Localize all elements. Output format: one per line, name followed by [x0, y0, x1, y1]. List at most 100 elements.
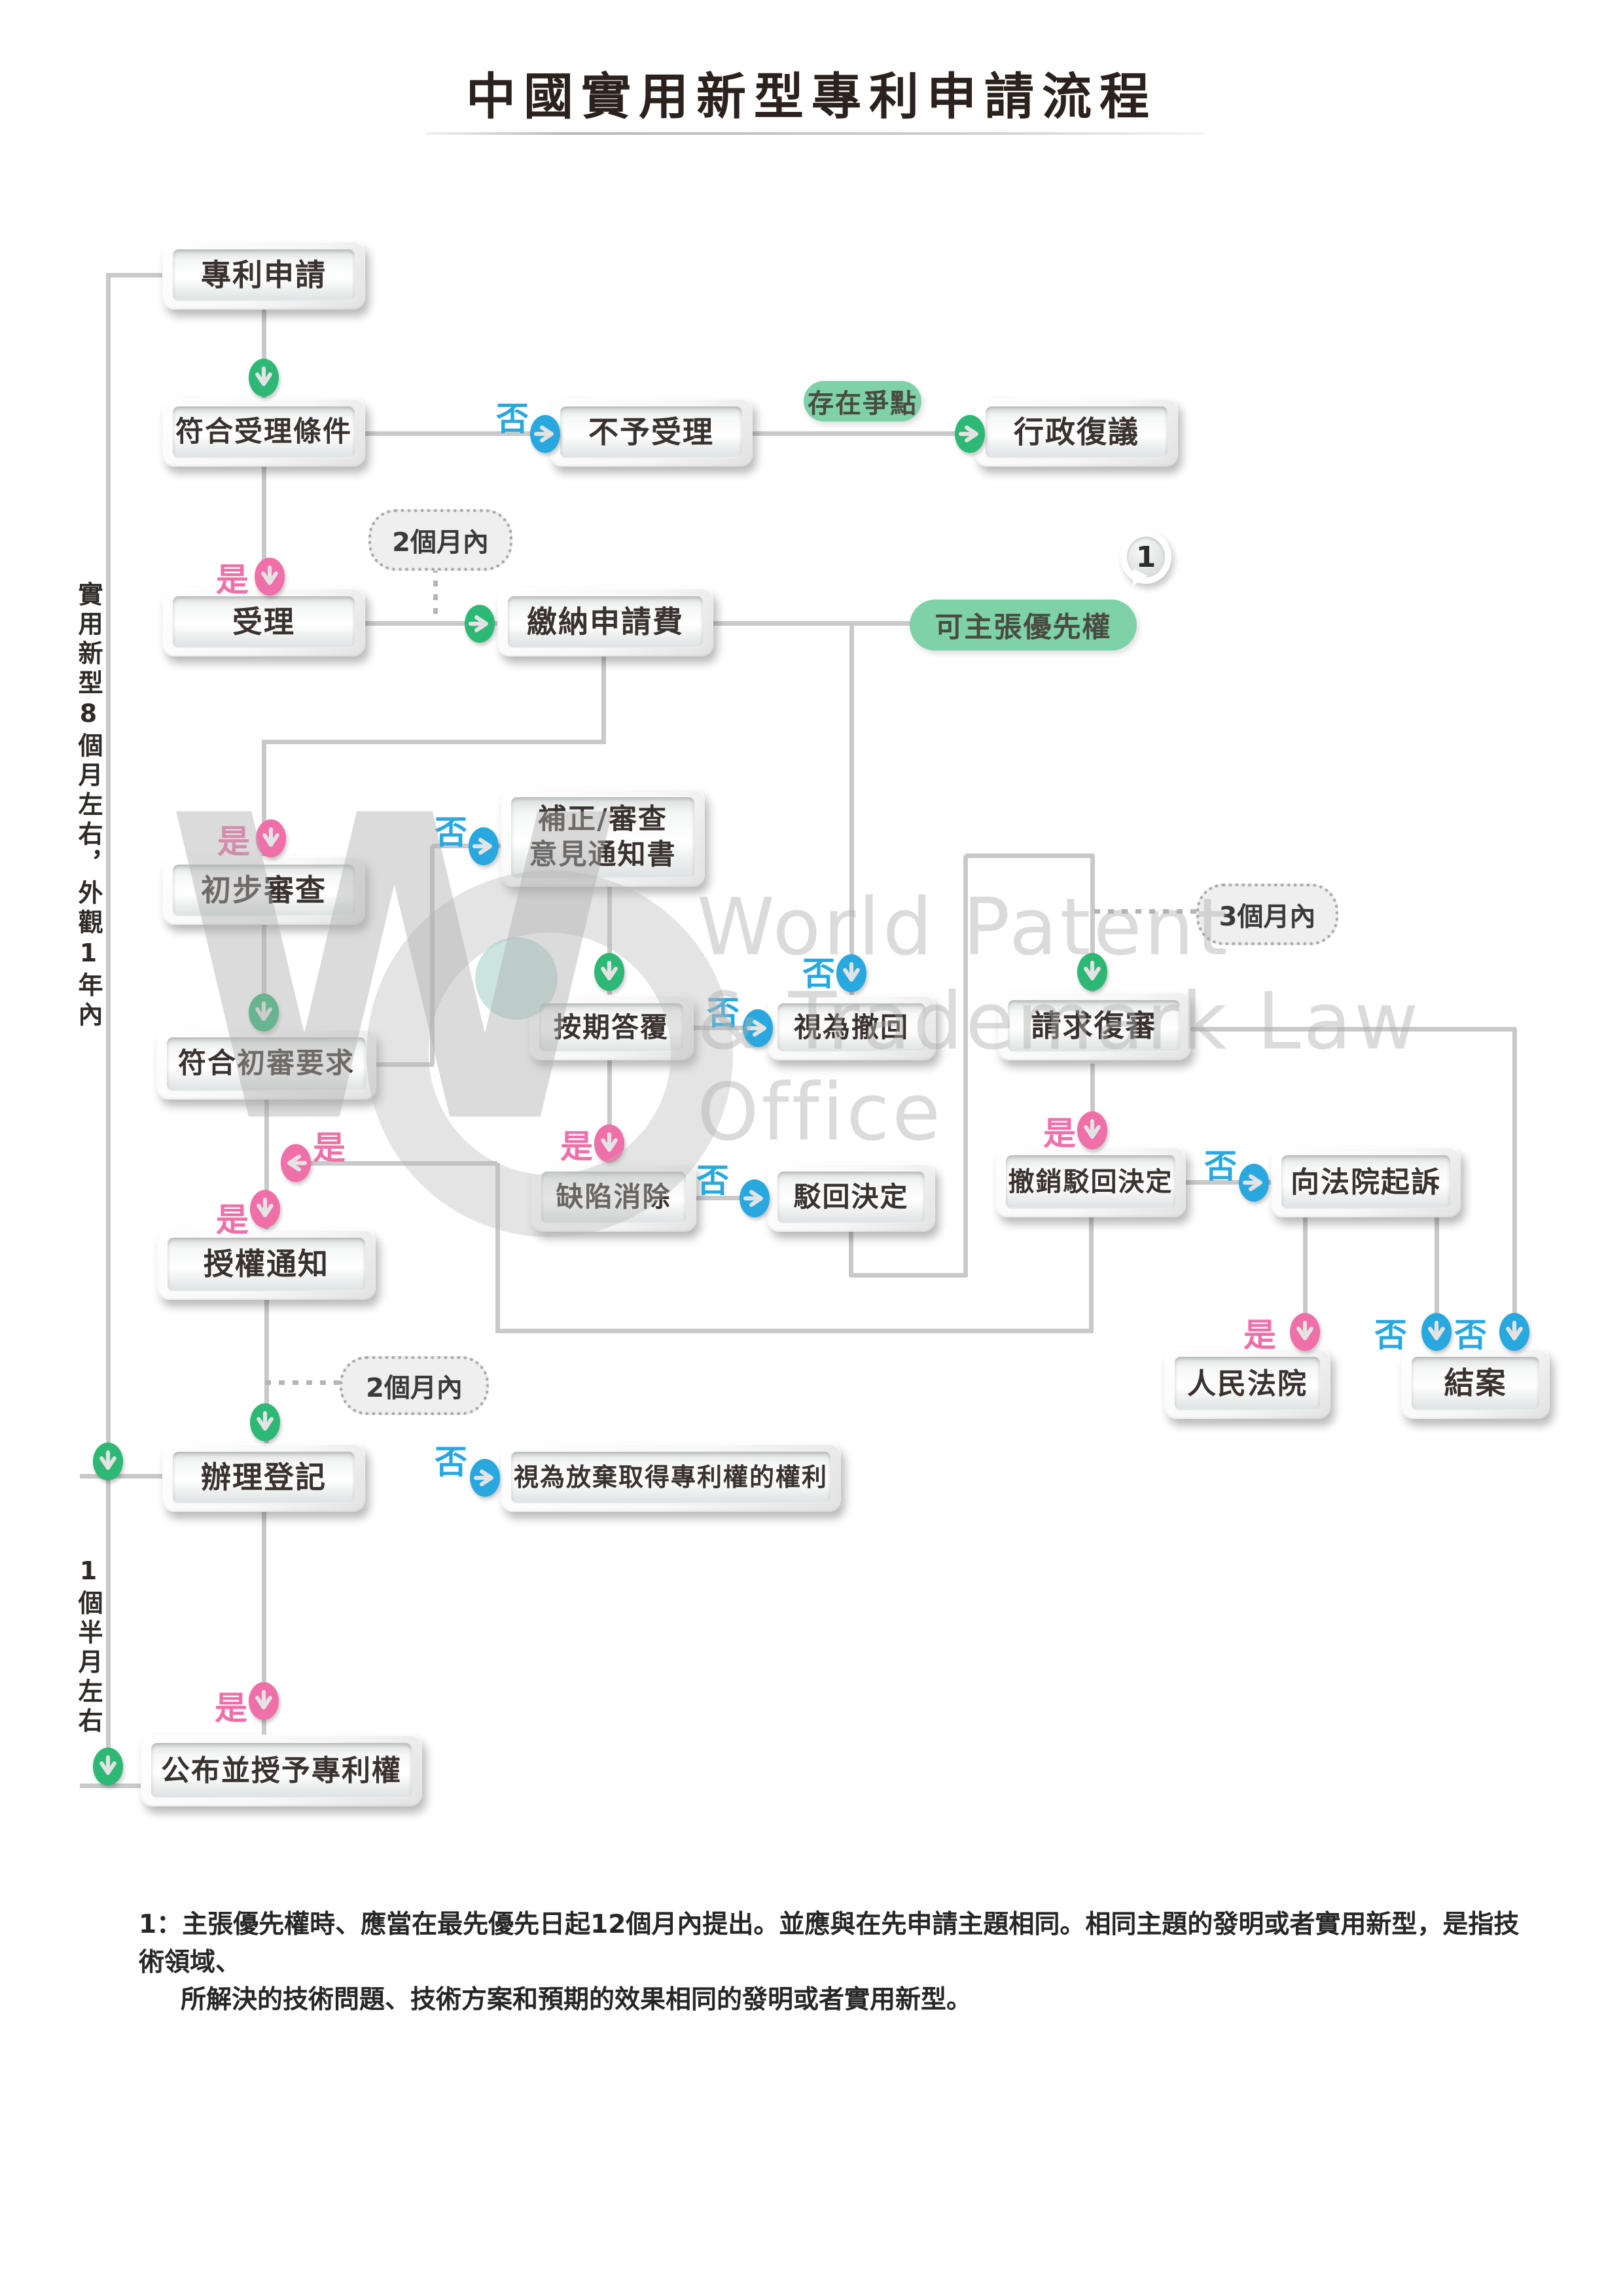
node-defect-removed: 缺陷消除 [531, 1163, 696, 1232]
title-underline [425, 132, 1204, 135]
decision-yes: 是 [313, 1129, 346, 1167]
arrow-down-icon [93, 1748, 123, 1785]
connector-line [1190, 1027, 1516, 1031]
footnote-badge: 1 [1120, 530, 1171, 597]
node-meet-prelim: 符合初審要求 [156, 1029, 376, 1100]
arrow-down-icon [249, 994, 279, 1031]
connector-line [264, 1300, 269, 1446]
arrow-down-icon [1421, 1313, 1452, 1351]
node-grant-notice: 授權通知 [157, 1229, 376, 1300]
connector-line [1090, 855, 1095, 997]
node-pay-fee-label: 繳納申請費 [508, 596, 703, 648]
connector-line [365, 621, 497, 626]
connector-line [80, 1474, 162, 1479]
node-accepted-label: 受理 [173, 596, 355, 648]
connector-line [262, 310, 266, 401]
connector-line [601, 656, 606, 744]
arrow-down-icon [250, 1403, 280, 1441]
decision-yes: 是 [1243, 1316, 1276, 1354]
decision-no: 否 [696, 1162, 729, 1200]
arrow-down-icon [1290, 1313, 1320, 1351]
arrow-down-icon [249, 1682, 279, 1720]
bubble-two-months-1: 2個月內 [368, 509, 512, 571]
node-deemed-abandon: 視為放棄取得專利權的權利 [501, 1443, 841, 1512]
node-peoples-court: 人民法院 [1164, 1348, 1330, 1419]
connector-line [607, 887, 612, 997]
arrow-right-icon [469, 827, 499, 865]
node-apply: 專利申請 [162, 241, 365, 310]
node-request-reexam: 請求復審 [997, 992, 1190, 1060]
footnote-line1: 1：主張優先權時、應當在最先優先日起12個月內提出。並應與在先申請主題相同。相同… [139, 1910, 1520, 1977]
node-admin-review-label: 行政復議 [986, 406, 1168, 458]
connector-line [264, 1100, 269, 1232]
connector-line [1089, 1217, 1094, 1333]
node-sue-court-label: 向法院起訴 [1281, 1155, 1450, 1209]
decision-no: 否 [802, 955, 835, 993]
connector-line [607, 1060, 612, 1166]
node-case-closed-label: 結案 [1412, 1357, 1539, 1410]
node-correction-notice: 補正/審查 意見通知書 [501, 789, 705, 887]
decision-yes: 是 [216, 561, 249, 599]
connector-line [432, 844, 501, 848]
connector-line [1090, 1064, 1095, 1149]
arrow-right-icon [740, 1179, 770, 1217]
node-reply-on-time: 按期答覆 [529, 995, 694, 1060]
node-accept-cond: 符合受理條件 [162, 398, 365, 467]
node-not-accepted: 不予受理 [550, 398, 753, 467]
node-rejection-decision: 駁回決定 [767, 1163, 935, 1232]
node-publish-grant-label: 公布並授予專利權 [151, 1743, 412, 1798]
timeline-label-upper: 實用新型8個月左右，外觀1年內 [74, 581, 103, 1031]
connector-line [1512, 1029, 1517, 1351]
connector-line [262, 742, 266, 859]
node-defect-removed-label: 缺陷消除 [541, 1172, 686, 1223]
connector-line [262, 925, 266, 1031]
footnote-line2: 所解決的技術問題、技術方案和預期的效果相同的發明或者實用新型。 [181, 1985, 972, 2015]
timeline-line [106, 273, 111, 1787]
arrow-down-icon [1077, 1111, 1107, 1149]
connector-line [851, 1273, 967, 1278]
arrow-right-icon [743, 1009, 773, 1047]
node-accepted: 受理 [162, 588, 365, 656]
connector-line [694, 1026, 767, 1030]
connector-line [849, 1232, 853, 1277]
arrow-right-icon [955, 415, 985, 453]
node-deemed-withdrawn-label: 視為撤回 [777, 1003, 925, 1052]
decision-yes: 是 [215, 1689, 247, 1727]
decision-no: 否 [1454, 1316, 1487, 1354]
connector-line [696, 1196, 767, 1200]
decision-yes: 是 [1043, 1115, 1076, 1153]
node-deemed-withdrawn: 視為撤回 [767, 995, 936, 1060]
decision-no: 否 [1204, 1147, 1237, 1185]
arrow-down-icon [594, 1124, 624, 1162]
connector-line [849, 623, 854, 997]
connector-line [495, 1329, 1093, 1333]
connector-line [376, 1062, 434, 1067]
arrow-down-icon [249, 359, 279, 397]
node-registration-label: 辦理登記 [173, 1452, 355, 1503]
bubble-two-months-2: 2個月內 [340, 1356, 489, 1415]
node-correction-line1: 補正/審查 [538, 803, 668, 836]
connector-line [1435, 1217, 1439, 1351]
connector-line [1186, 1180, 1271, 1185]
arrow-right-icon [470, 1459, 500, 1497]
arrow-right-icon [530, 415, 560, 453]
decision-no: 否 [1374, 1316, 1407, 1354]
dotted-connector [433, 567, 438, 622]
node-not-accepted-label: 不予受理 [560, 406, 742, 458]
arrow-down-icon [250, 1190, 280, 1228]
node-prelim-exam-label: 初步審查 [173, 865, 355, 916]
badge-number: 1 [1127, 537, 1165, 577]
arrow-down-icon [836, 954, 866, 992]
footnote: 1：主張優先權時、應當在最先優先日起12個月內提出。並應與在先申請主題相同。相同… [139, 1906, 1539, 2019]
connector-line [1303, 1217, 1308, 1351]
node-rejection-decision-label: 駁回決定 [777, 1172, 925, 1223]
pill-dispute: 存在爭點 [804, 381, 921, 422]
decision-no: 否 [435, 814, 467, 852]
node-sue-court: 向法院起訴 [1271, 1147, 1461, 1217]
connector-line [713, 621, 913, 626]
arrow-down-icon [1077, 953, 1107, 991]
node-revoke-rejection-label: 撤銷駁回決定 [1006, 1155, 1175, 1209]
bubble-three-months: 3個月內 [1196, 884, 1338, 945]
node-case-closed: 結案 [1401, 1348, 1550, 1419]
connector-line [262, 467, 266, 590]
